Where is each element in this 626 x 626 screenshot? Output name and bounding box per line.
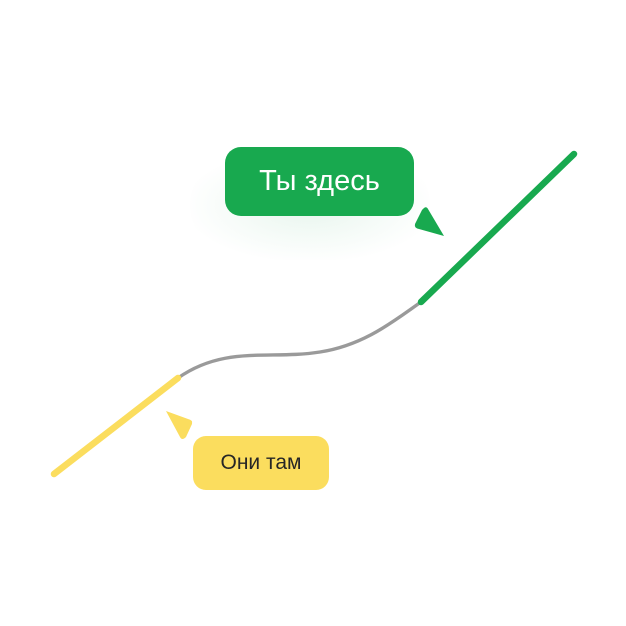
they-are-there-label: Они там	[193, 436, 329, 490]
route-them-segment	[50, 374, 182, 478]
route-you-segment	[417, 150, 578, 306]
route-gray-segment	[176, 300, 423, 380]
you-are-here-label: Ты здесь	[225, 147, 414, 216]
navigation-arrow-icon	[166, 411, 193, 439]
navigation-arrow-icon	[414, 207, 444, 236]
